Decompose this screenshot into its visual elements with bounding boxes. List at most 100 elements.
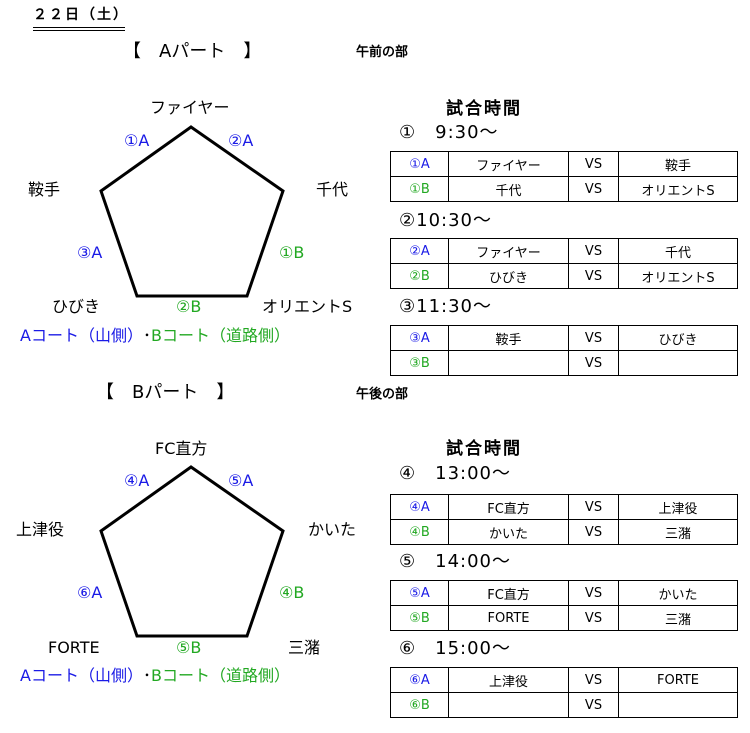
vs-cell: VS: [568, 494, 619, 520]
team1-cell: 上津役: [448, 667, 569, 693]
part-b-team-bottom-right: 三潴: [288, 638, 321, 657]
part-a-schedule-title: 試合時間: [446, 99, 522, 119]
match-row: ②B ひびき VS オリエントS: [390, 263, 738, 289]
part-b-slot-1-table: ④A FC直方 VS 上津役 ④B かいた VS 三潴: [390, 494, 738, 545]
part-a-team-top: ファイヤー: [150, 98, 230, 117]
team2-cell: FORTE: [618, 667, 738, 693]
court-cell: ①B: [390, 176, 449, 202]
court-a-label: Aコート（山側）: [20, 666, 143, 685]
court-separator: ･: [142, 326, 151, 345]
vs-cell: VS: [568, 605, 619, 631]
team1-cell: かいた: [448, 519, 569, 545]
part-b-slot-1-time: ④ 13:00～: [399, 463, 512, 484]
date-heading: ２２日（土）: [33, 7, 129, 23]
team2-cell: 三潴: [618, 519, 738, 545]
part-a-title: 【 Aパート 】: [123, 41, 262, 62]
court-a-label: Aコート（山側）: [20, 326, 143, 345]
part-a-edge-top-right: ②A: [228, 131, 254, 150]
team2-cell: オリエントS: [618, 263, 738, 289]
vs-cell: VS: [568, 176, 619, 202]
part-a-team-right: 千代: [316, 180, 349, 199]
team2-cell: 鞍手: [618, 151, 738, 177]
part-a-slot-2-time: ②10:30～: [399, 210, 493, 231]
part-a-slot-3-time: ③11:30～: [399, 296, 493, 317]
team1-cell: 千代: [448, 176, 569, 202]
team1-cell: FORTE: [448, 605, 569, 631]
court-cell: ①A: [390, 151, 449, 177]
vs-cell: VS: [568, 350, 619, 376]
team1-cell: FC直方: [448, 494, 569, 520]
match-row: ①A ファイヤー VS 鞍手: [390, 151, 738, 177]
vs-cell: VS: [568, 151, 619, 177]
match-row: ⑥A 上津役 VS FORTE: [390, 667, 738, 693]
vs-cell: VS: [568, 263, 619, 289]
team2-cell: 千代: [618, 238, 738, 264]
part-b-team-top: FC直方: [155, 439, 208, 458]
pentagon-part-b: [99, 465, 285, 638]
team2-cell: [618, 350, 738, 376]
part-a-edge-left: ③A: [77, 243, 103, 262]
court-cell: ②B: [390, 263, 449, 289]
vs-cell: VS: [568, 519, 619, 545]
match-row: ②A ファイヤー VS 千代: [390, 238, 738, 264]
part-b-team-bottom-left: FORTE: [48, 638, 100, 657]
match-row: ③B VS: [390, 350, 738, 376]
part-a-team-bottom-right: オリエントS: [262, 297, 353, 316]
court-b-label: Bコート（道路側）: [150, 666, 290, 685]
court-separator: ･: [142, 666, 151, 685]
part-a-session: 午前の部: [356, 45, 409, 60]
team1-cell: ファイヤー: [448, 151, 569, 177]
vs-cell: VS: [568, 692, 619, 718]
match-row: ④A FC直方 VS 上津役: [390, 494, 738, 520]
team1-cell: ファイヤー: [448, 238, 569, 264]
part-a-edge-top-left: ①A: [124, 131, 150, 150]
court-cell: ②A: [390, 238, 449, 264]
part-a-slot-1-time: ① 9:30～: [399, 122, 499, 143]
part-b-slot-3-time: ⑥ 15:00～: [399, 638, 512, 659]
part-b-slot-3-table: ⑥A 上津役 VS FORTE ⑥B VS: [390, 667, 738, 718]
team1-cell: 鞍手: [448, 325, 569, 351]
team1-cell: [448, 350, 569, 376]
part-b-edge-top-left: ④A: [124, 471, 150, 490]
court-cell: ⑤A: [390, 580, 449, 606]
part-a-court-legend: Aコート（山側）･Bコート（道路側）: [20, 328, 290, 344]
team2-cell: [618, 692, 738, 718]
team2-cell: かいた: [618, 580, 738, 606]
team2-cell: ひびき: [618, 325, 738, 351]
date-underline-2: [33, 30, 125, 31]
date-underline: [33, 27, 125, 28]
part-b-team-right: かいた: [308, 520, 357, 539]
court-cell: ④B: [390, 519, 449, 545]
team2-cell: 上津役: [618, 494, 738, 520]
pentagon-part-a: [99, 125, 285, 298]
part-b-schedule-title: 試合時間: [446, 439, 522, 459]
part-a-team-bottom-left: ひびき: [52, 297, 101, 316]
part-a-slot-3-table: ③A 鞍手 VS ひびき ③B VS: [390, 325, 738, 376]
part-b-team-left: 上津役: [16, 520, 65, 539]
match-row: ⑥B VS: [390, 692, 738, 718]
vs-cell: VS: [568, 325, 619, 351]
vs-cell: VS: [568, 238, 619, 264]
court-cell: ④A: [390, 494, 449, 520]
team1-cell: [448, 692, 569, 718]
court-cell: ⑥B: [390, 692, 449, 718]
court-cell: ③A: [390, 325, 449, 351]
court-cell: ⑥A: [390, 667, 449, 693]
part-a-slot-2-table: ②A ファイヤー VS 千代 ②B ひびき VS オリエントS: [390, 238, 738, 289]
vs-cell: VS: [568, 580, 619, 606]
vs-cell: VS: [568, 667, 619, 693]
part-b-session: 午後の部: [356, 387, 409, 402]
part-b-slot-2-time: ⑤ 14:00～: [399, 551, 512, 572]
part-b-edge-bottom: ⑤B: [176, 638, 202, 657]
part-b-edge-right: ④B: [279, 583, 305, 602]
match-row: ①B 千代 VS オリエントS: [390, 176, 738, 202]
team1-cell: ひびき: [448, 263, 569, 289]
match-row: ④B かいた VS 三潴: [390, 519, 738, 545]
part-b-edge-top-right: ⑤A: [228, 471, 254, 490]
part-b-court-legend: Aコート（山側）･Bコート（道路側）: [20, 668, 290, 684]
team2-cell: オリエントS: [618, 176, 738, 202]
court-b-label: Bコート（道路側）: [150, 326, 290, 345]
part-a-slot-1-table: ①A ファイヤー VS 鞍手 ①B 千代 VS オリエントS: [390, 151, 738, 202]
match-row: ③A 鞍手 VS ひびき: [390, 325, 738, 351]
